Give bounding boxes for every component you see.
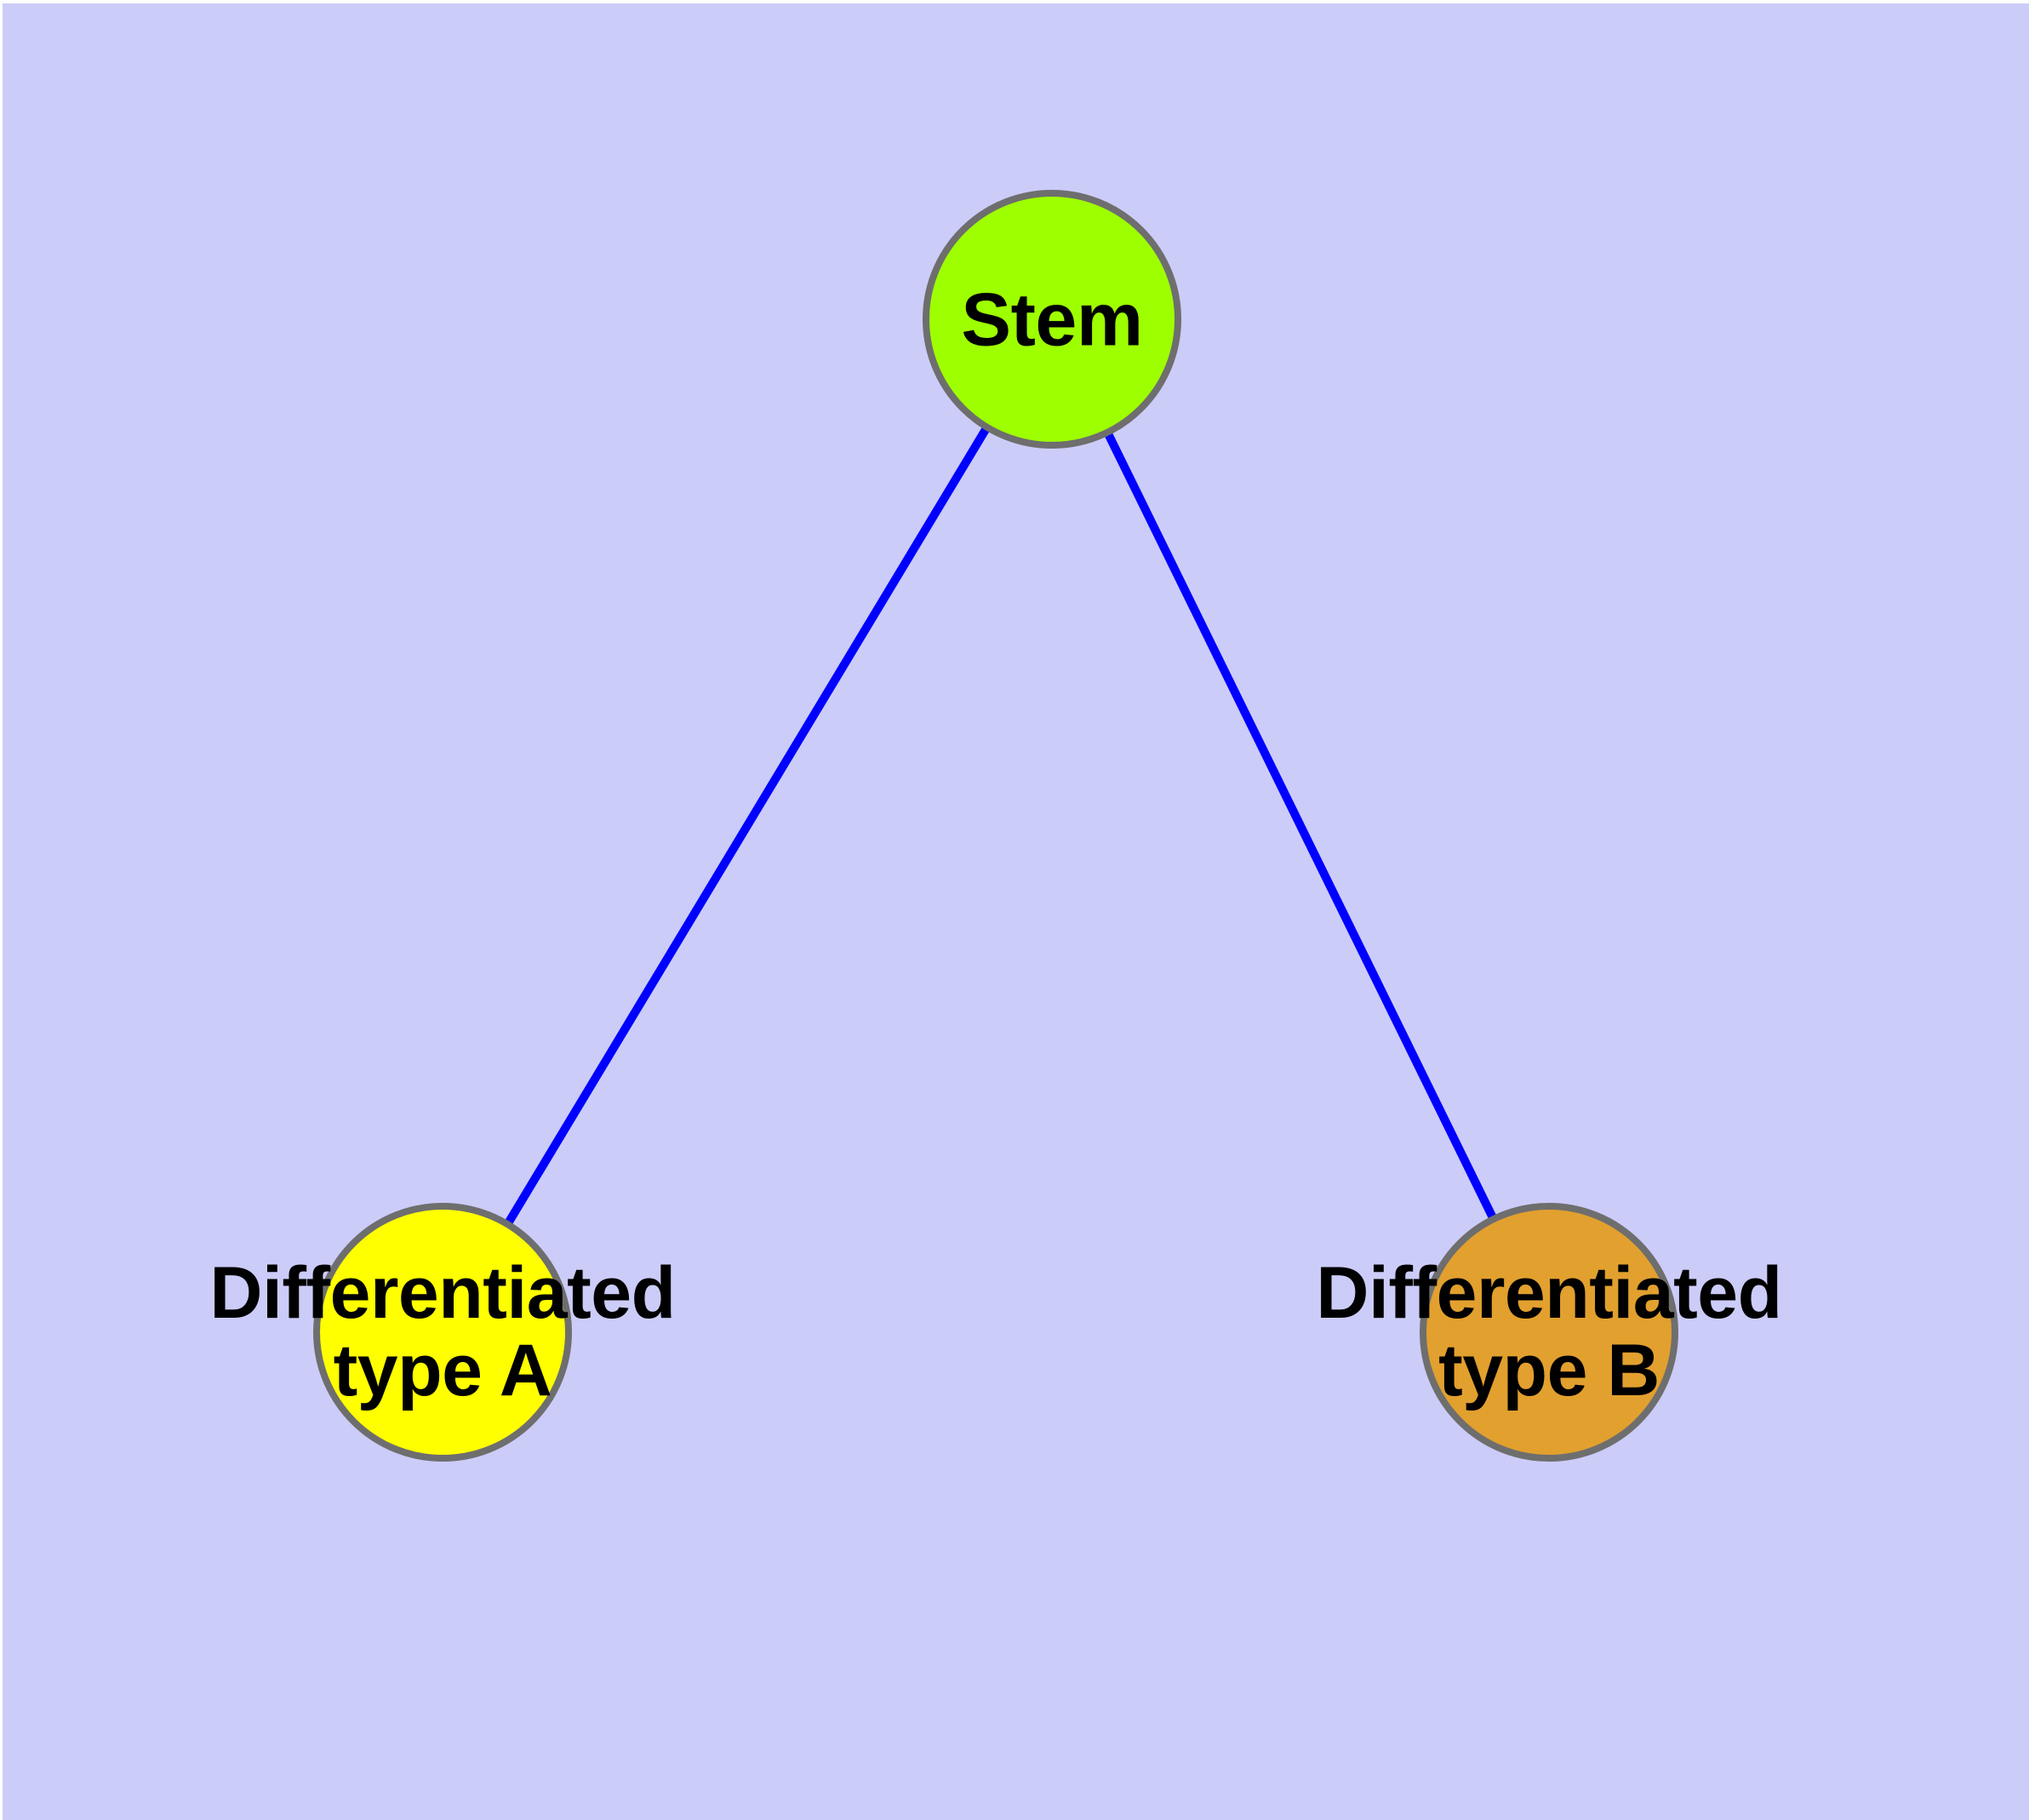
graph-plot-area: Stem Differentiated type A Differentiate… [3, 3, 2029, 1820]
edge-stem-to-differentiated-type-a[interactable] [438, 317, 1056, 1335]
edge-stem-to-differentiated-type-b[interactable] [1048, 317, 1553, 1335]
node-differentiated-type-b[interactable] [1420, 1203, 1678, 1462]
graph-svg [313, 190, 1678, 1462]
node-differentiated-type-a[interactable] [313, 1203, 572, 1462]
node-layer [313, 190, 1678, 1462]
node-stem[interactable] [923, 190, 1181, 449]
edge-layer [438, 317, 1553, 1335]
